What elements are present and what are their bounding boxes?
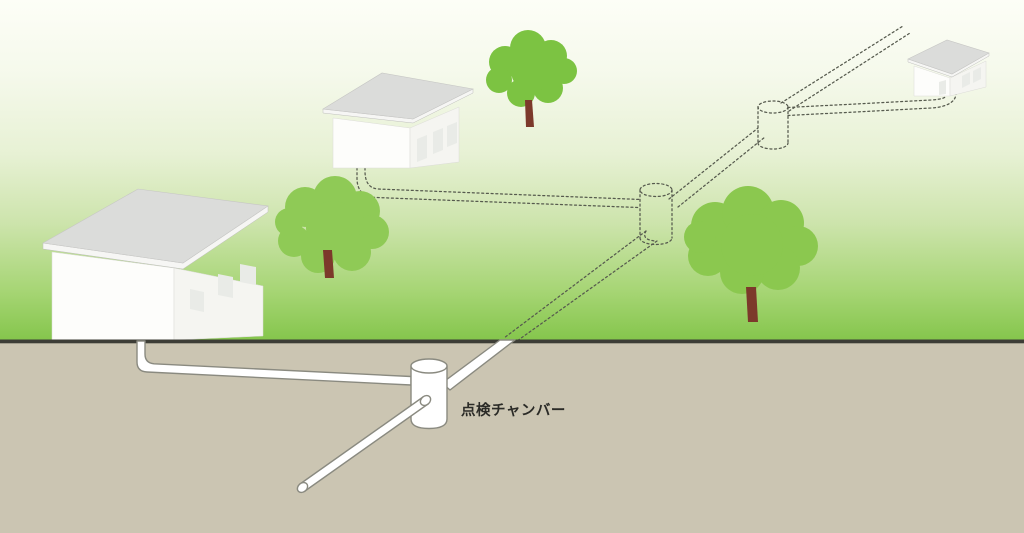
house-small-roof xyxy=(907,39,990,75)
tree-left-trunk xyxy=(323,250,334,278)
tree-right xyxy=(684,186,818,322)
house-small-window-1 xyxy=(939,80,946,95)
house-large-side-wall xyxy=(173,267,264,341)
house-large-window-1 xyxy=(190,289,204,312)
house-small-window-2 xyxy=(962,72,970,88)
pipe-trunk-upper xyxy=(780,25,911,112)
house-large-window-3 xyxy=(240,264,256,285)
house-middle-roof xyxy=(322,72,474,120)
tree-top xyxy=(486,30,577,127)
tree-right-trunk xyxy=(746,287,758,322)
house-middle-window-3 xyxy=(447,122,457,147)
outfall-pipe-open-end xyxy=(296,481,309,494)
house-small-window-3 xyxy=(973,67,981,83)
house-middle xyxy=(322,72,474,169)
inspection-chamber-top xyxy=(410,358,448,374)
buried-chamber-1 xyxy=(639,182,673,246)
inspection-chamber-label: 点検チャンバー xyxy=(461,401,566,419)
tree-left xyxy=(275,176,389,278)
house-middle-window-2 xyxy=(433,128,443,154)
house-large-roof xyxy=(42,188,269,264)
outfall-pipe-inlet-mouth xyxy=(419,394,432,407)
tree-top-canopy xyxy=(486,30,577,107)
pipe-branch-small-house xyxy=(787,93,957,117)
underground-pipework xyxy=(136,339,516,494)
tree-right-canopy xyxy=(684,186,818,294)
ground-soil xyxy=(0,343,1024,533)
house-middle-window-1 xyxy=(417,135,427,162)
house-large-window-2 xyxy=(218,274,233,298)
pipe-trunk-middle xyxy=(668,127,766,208)
pipe-trunk-lower xyxy=(503,230,658,342)
house-small xyxy=(907,39,990,97)
trunk-pipe-below-ground xyxy=(441,339,516,391)
house-large xyxy=(42,188,269,341)
tree-top-trunk xyxy=(525,100,534,127)
